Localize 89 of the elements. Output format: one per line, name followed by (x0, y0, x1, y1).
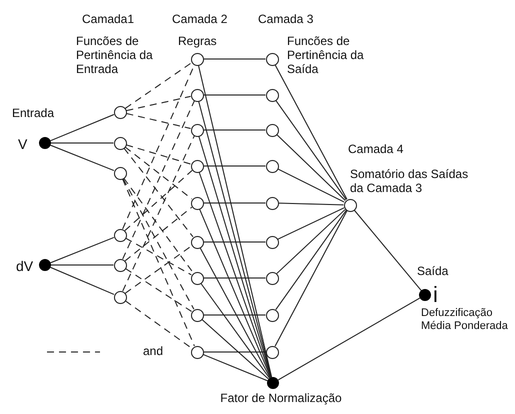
connection-line (200, 247, 271, 378)
neuron-circle (114, 290, 126, 304)
connection-line (277, 207, 345, 240)
layer-label: Camada1 (82, 12, 136, 26)
dashed-connection-line (124, 268, 192, 312)
dashed-connection-line (126, 96, 192, 112)
dashed-connection-line (124, 300, 192, 349)
dashed-connection-line (124, 146, 192, 200)
connection-line (274, 64, 348, 200)
node-symbol-label: dV (16, 258, 34, 274)
layer-label: Camada 3 (258, 12, 314, 26)
filled-node-dot (39, 137, 51, 149)
layer-label: Entrada (12, 106, 56, 120)
connection-line (50, 236, 114, 264)
neuron-circle (190, 272, 204, 284)
neuron-circle (190, 52, 204, 66)
connection-line (50, 264, 114, 266)
connection-line (277, 168, 345, 203)
node-symbol-label: V (18, 136, 28, 152)
neuron-circle (266, 160, 278, 172)
layer-label: Regras (178, 34, 218, 48)
connection-line (276, 208, 346, 274)
layer-label: Somatório das Saídas da Camada 3 (350, 167, 470, 195)
neuron-circle (190, 124, 204, 136)
neuron-circle (266, 196, 278, 210)
dashed-connection-line (126, 144, 192, 165)
neuron-circle (114, 106, 126, 118)
connection-line (50, 142, 114, 144)
dashed-connection-line (124, 206, 192, 262)
connection-line (202, 354, 268, 382)
neuron-circle (266, 52, 278, 66)
connection-line (201, 318, 270, 380)
connection-line (203, 314, 266, 316)
neuron-circle (266, 346, 278, 358)
connection-line (278, 298, 420, 380)
layer-label: Saída (417, 264, 450, 278)
layer-label: Funcões de Pertinência da Saída (287, 34, 365, 76)
dashed-connection-line (122, 178, 194, 310)
connection-line (50, 266, 115, 295)
connection-line (198, 172, 272, 378)
neuron-circle (344, 198, 356, 212)
dashed-connection-line (124, 148, 194, 238)
connection-line (50, 114, 114, 142)
neuron-circle (190, 88, 204, 102)
dashed-connection-line (123, 178, 194, 274)
node-caption: Fator de Normalização (219, 391, 343, 405)
neuron-circle (266, 88, 278, 102)
layer-label: Camada 4 (348, 142, 404, 156)
layer-label: Camada 2 (172, 12, 228, 26)
neuron-circle (266, 124, 278, 136)
neuron-circle (190, 196, 204, 210)
neuron-circle (266, 308, 278, 322)
dashed-connection-line (122, 178, 195, 347)
neuron-circle (114, 258, 126, 272)
dashed-connection-line (124, 245, 192, 294)
neuron-circle (266, 236, 278, 248)
dashed-connection-line (126, 112, 192, 130)
connection-line (203, 202, 266, 204)
dashed-connection-line (122, 135, 195, 292)
connection-line (354, 210, 422, 291)
dashed-connection-line (124, 62, 192, 109)
connection-line (278, 202, 344, 206)
layer-label: Funcões de Pertinência da Entrada (76, 34, 154, 76)
neuron-circle (114, 228, 126, 242)
connection-line (275, 210, 347, 310)
neuron-circle (190, 160, 204, 172)
legend-label: and (143, 344, 164, 358)
dashed-connection-line (125, 238, 192, 276)
filled-node-dot (267, 377, 279, 389)
neuron-circle (114, 136, 126, 150)
neuron-circle (190, 308, 204, 322)
connection-line (203, 58, 266, 60)
node-caption: Defuzzificação Média Ponderada (421, 307, 509, 333)
connection-line (274, 210, 348, 347)
connection-line (50, 144, 114, 172)
connection-line (199, 208, 272, 378)
connection-line (275, 100, 347, 200)
neuron-circle (114, 166, 126, 180)
node-symbol-label: i (433, 283, 439, 307)
connection-line (200, 282, 270, 379)
neuron-circle (190, 346, 204, 358)
neuron-circle (190, 236, 204, 248)
dashed-connection-line (124, 170, 193, 232)
connection-line (276, 134, 346, 201)
filled-node-dot (39, 259, 51, 271)
connection-line (203, 94, 266, 96)
filled-node-dot (419, 289, 431, 301)
neuron-circle (266, 272, 278, 284)
dashed-connection-line (122, 100, 195, 260)
